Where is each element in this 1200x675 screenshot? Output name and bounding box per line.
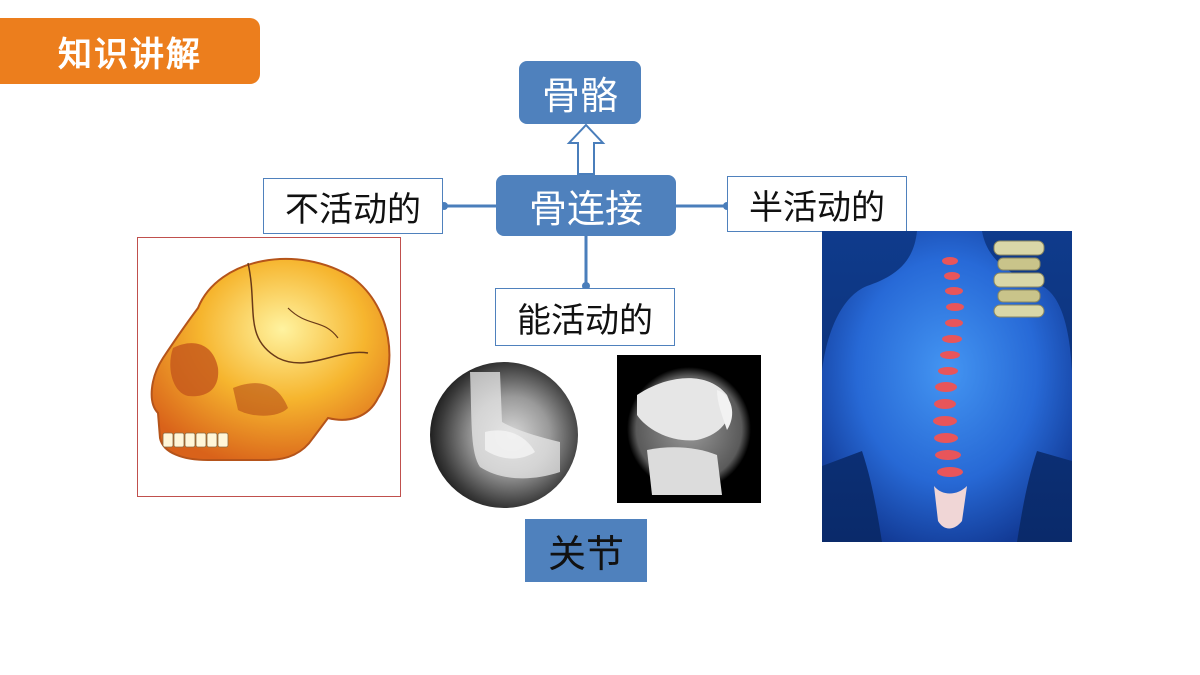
ankle-xray-image xyxy=(430,362,578,508)
node-semi-movable: 半活动的 xyxy=(727,176,907,232)
joint-label-box: 关节 xyxy=(525,519,647,582)
node-semi-movable-label: 半活动的 xyxy=(749,187,885,228)
node-bone-connection-label: 骨连接 xyxy=(528,187,643,231)
node-immovable: 不活动的 xyxy=(263,178,443,234)
joint-label: 关节 xyxy=(547,532,624,576)
node-movable: 能活动的 xyxy=(495,288,675,346)
node-movable-label: 能活动的 xyxy=(517,300,653,341)
node-bone-connection: 骨连接 xyxy=(496,175,676,236)
skull-image xyxy=(137,237,401,497)
node-immovable-label: 不活动的 xyxy=(285,189,421,230)
node-skeleton: 骨骼 xyxy=(519,61,641,124)
section-title: 知识讲解 xyxy=(58,34,202,75)
section-title-badge: 知识讲解 xyxy=(0,18,260,84)
spine-image xyxy=(822,231,1072,542)
arrow-up-icon xyxy=(566,123,606,175)
node-skeleton-label: 骨骼 xyxy=(541,74,618,118)
knee-xray-image xyxy=(617,355,761,503)
